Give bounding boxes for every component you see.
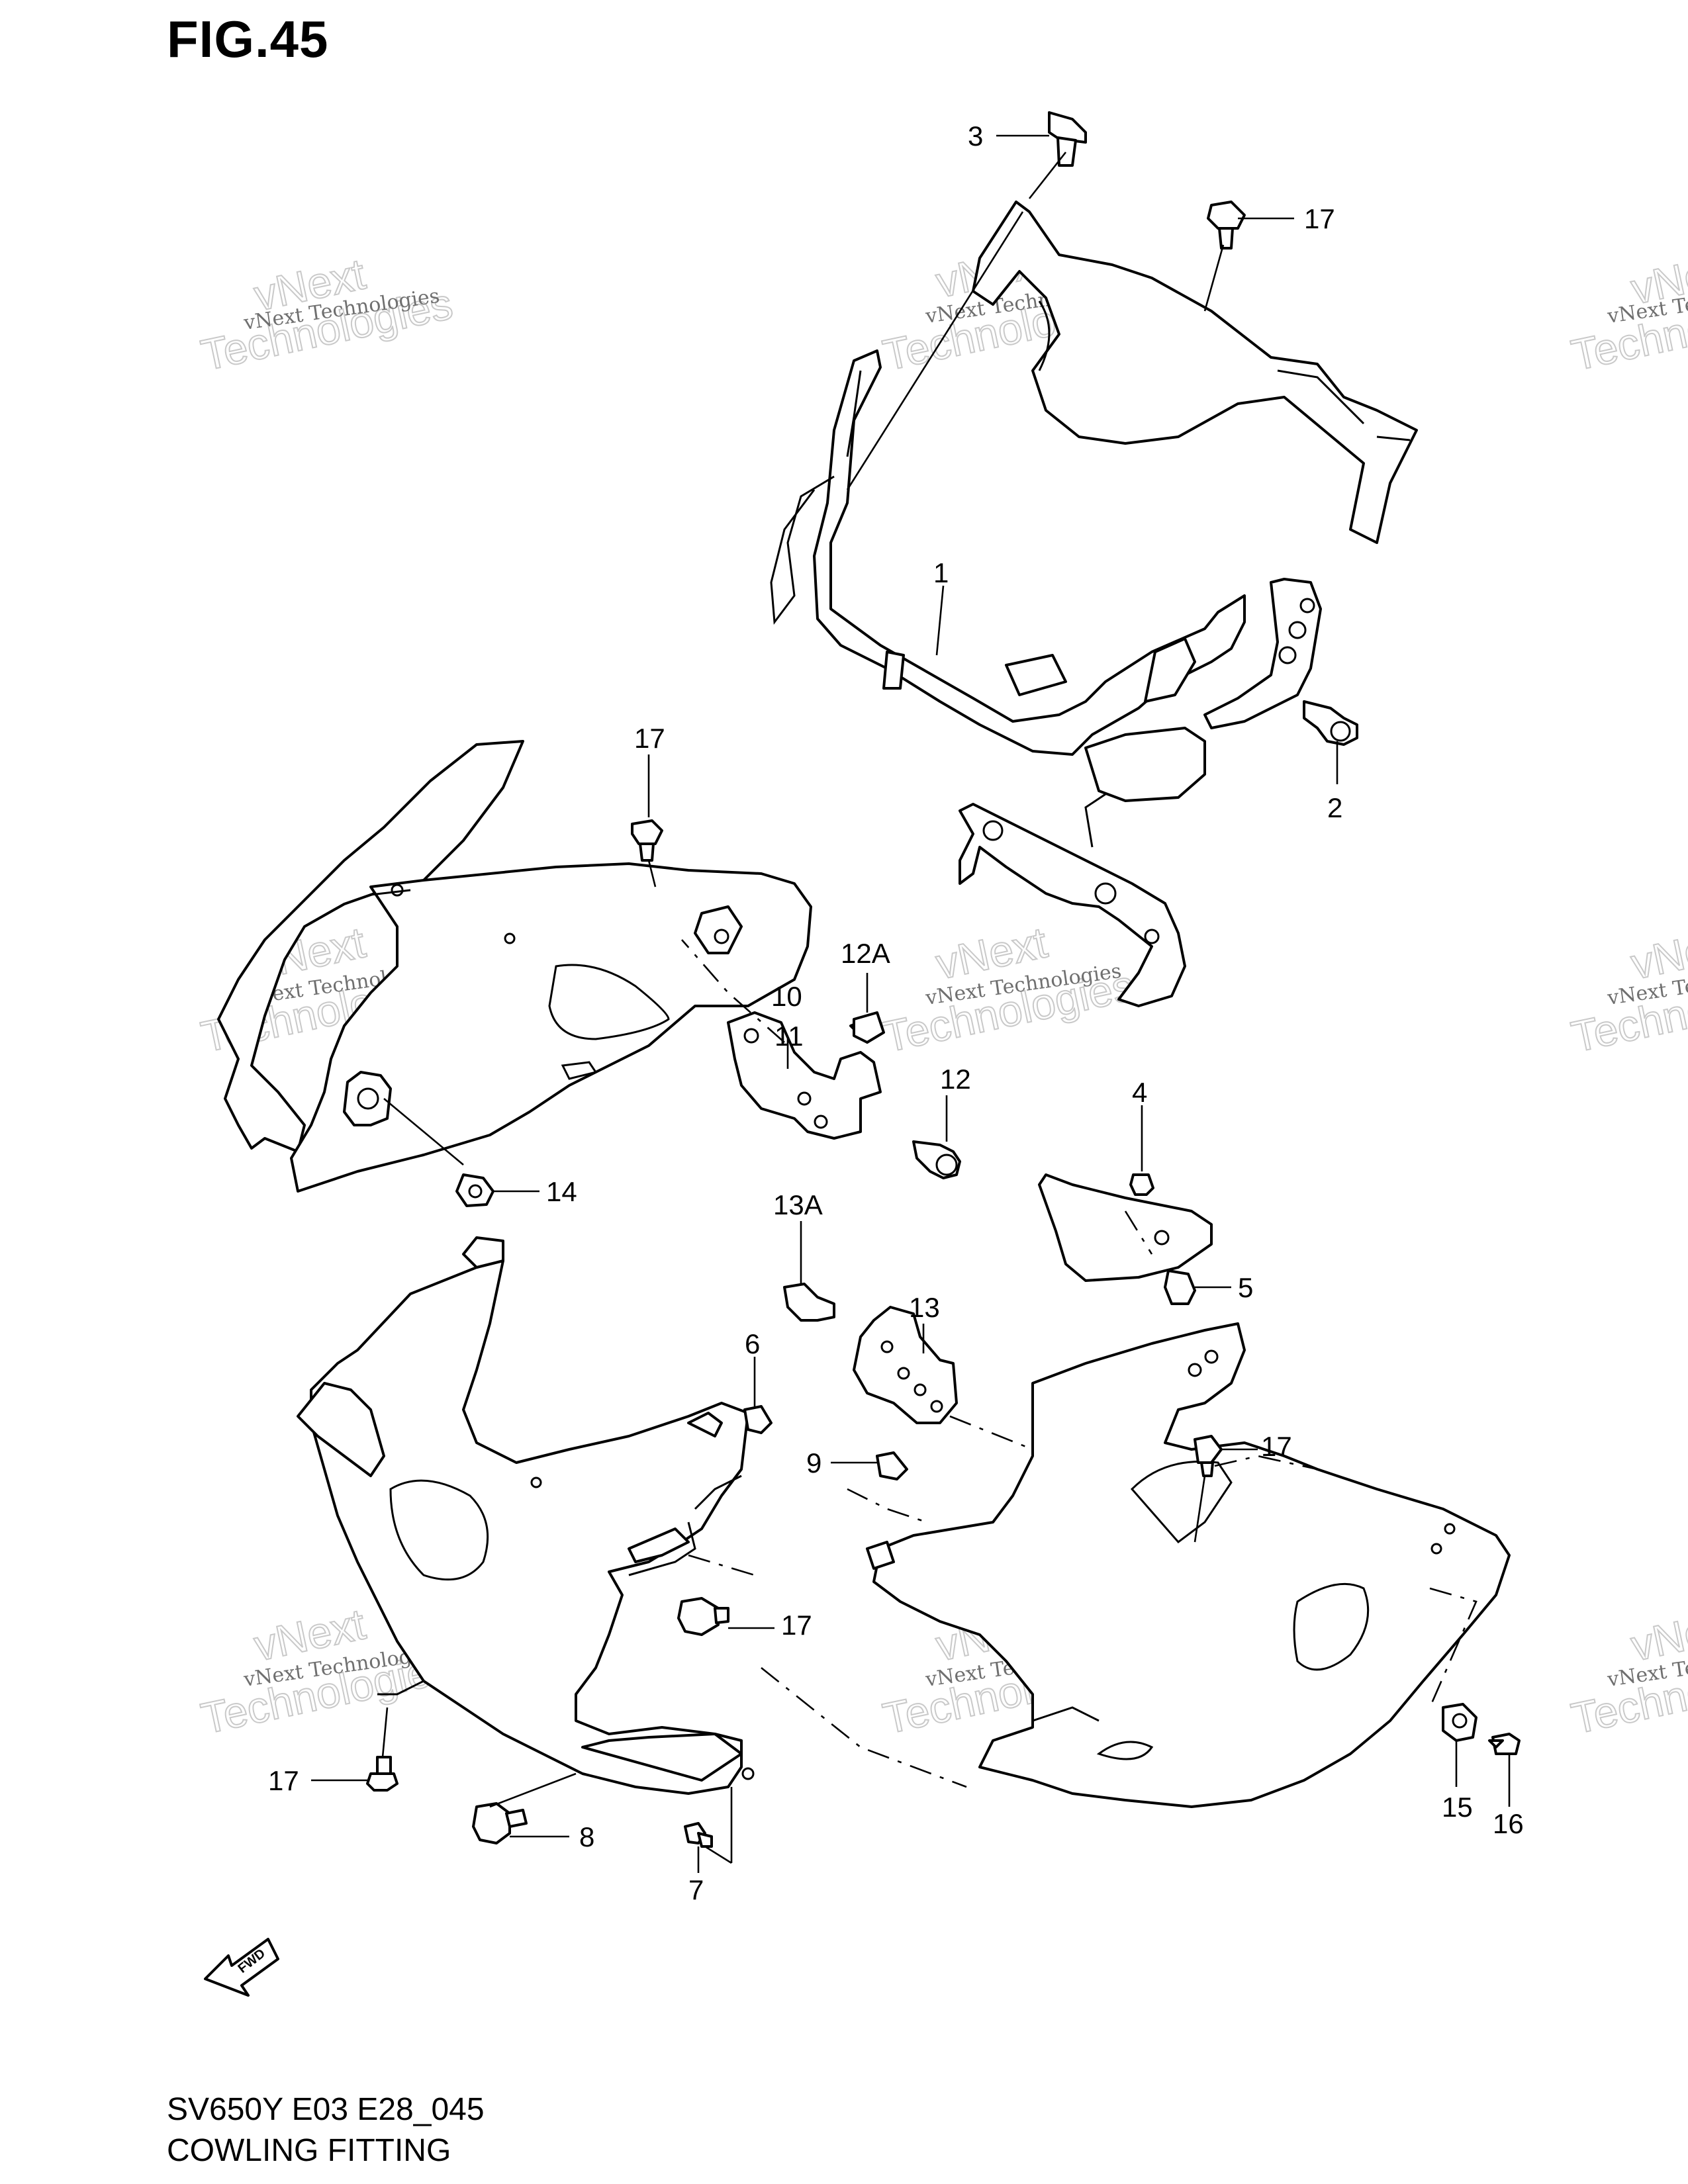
callout-10: 10 [771,981,802,1012]
callout-3: 3 [968,120,983,152]
left-upper-cowling [217,740,812,1193]
screw-17-lower-left [366,1756,399,1792]
leader-lines [311,134,1511,1873]
grommet-14 [455,1173,494,1207]
callout-5: 5 [1238,1272,1253,1303]
callout-17-top: 17 [1304,203,1335,234]
callout-labels: 3 17 1 2 17 12A 10 11 12 14 4 13A 5 13 6… [268,120,1524,1905]
screw-17-center [677,1597,729,1636]
watermark: vNext Technologies vNext Technologies [1567,917,1688,1062]
fasteners [366,111,1521,1848]
callout-1: 1 [933,557,949,588]
bracket-13 [853,1306,958,1424]
upper-inner-panel [972,201,1418,544]
grommet-15 [1442,1703,1477,1742]
watermark: vNext Technologies vNext Technologies [878,917,1139,1062]
screw-17-right [1194,1435,1223,1477]
right-inner-panel [1038,1173,1213,1282]
grommet-8 [472,1802,528,1844]
nut-5 [1164,1269,1196,1305]
screw-4 [1129,1173,1154,1196]
screw-17-top [1207,201,1246,250]
callout-6: 6 [745,1328,760,1359]
nut-6 [743,1405,773,1434]
bolt-13a [783,1283,835,1322]
callout-17-right: 17 [1261,1431,1292,1462]
diagram-name: COWLING FITTING [167,2133,451,2168]
screw-16 [1488,1733,1521,1755]
callout-2: 2 [1327,792,1342,823]
watermark: vNext Technologies vNext Technologies [1567,242,1688,380]
watermark: vNext Technologies vNext Technologies [1567,1598,1688,1743]
callout-13: 13 [909,1292,940,1323]
callout-8: 8 [579,1821,594,1852]
callout-13a: 13A [773,1189,823,1220]
nut-12a [853,1011,885,1044]
screw-17-left [631,819,663,862]
callout-4: 4 [1132,1077,1147,1108]
bolt-12 [912,1140,961,1179]
figure-title: FIG.45 [167,10,329,68]
fairing-brace [770,349,1322,1007]
watermark: vNext Technologies vNext Technologies [197,248,457,380]
callout-12: 12 [940,1064,971,1095]
left-under-cowling [297,1236,755,1795]
callout-17-center: 17 [781,1610,812,1641]
right-under-cowling [866,1322,1511,1808]
callout-9: 9 [806,1447,821,1479]
callout-12a: 12A [841,938,890,969]
model-code: SV650Y E03 E28_045 [167,2092,485,2127]
fwd-arrow-icon: FWD [204,1938,279,1997]
callout-16: 16 [1493,1808,1524,1839]
callout-15: 15 [1442,1792,1473,1823]
nut-9 [876,1451,908,1480]
callout-17-left: 17 [634,723,665,754]
screw-7 [684,1822,713,1848]
screw-3 [1048,111,1087,167]
callout-7: 7 [688,1874,704,1905]
callout-17-lower-left: 17 [268,1765,299,1796]
bolt-2 [1303,700,1358,746]
callout-11: 11 [774,1021,804,1052]
callout-14: 14 [546,1176,577,1207]
